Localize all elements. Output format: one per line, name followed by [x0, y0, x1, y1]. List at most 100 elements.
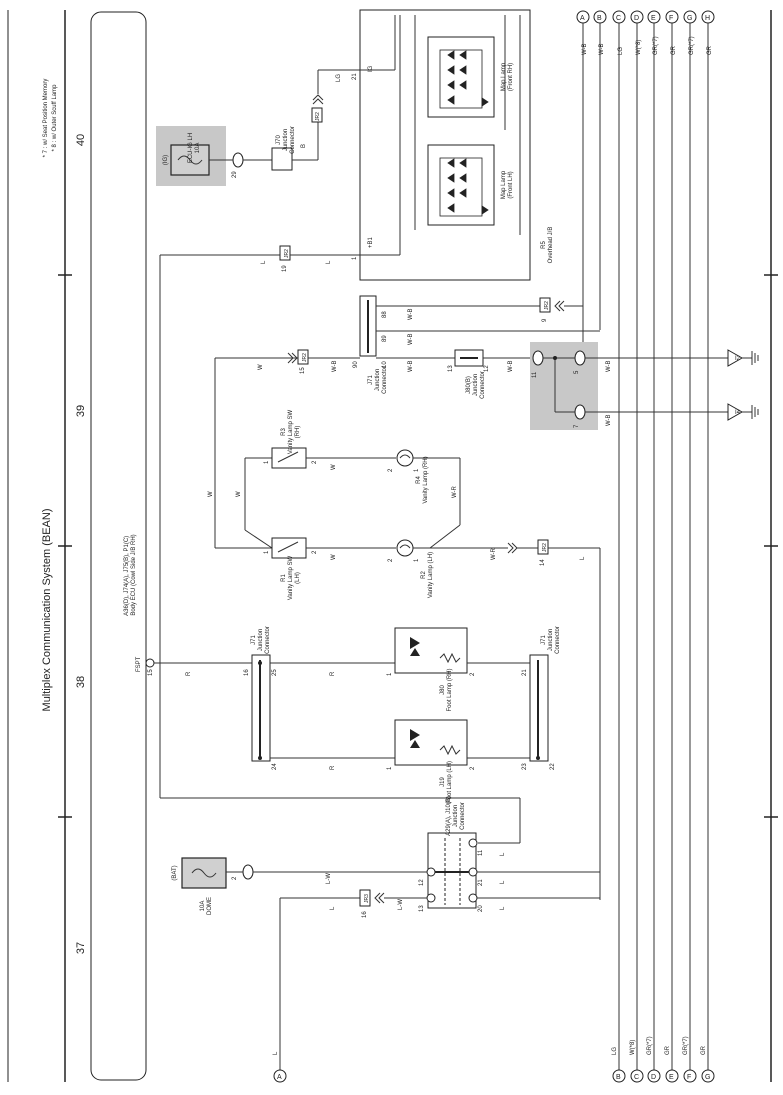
svg-text:2: 2	[388, 468, 394, 472]
svg-text:16: 16	[362, 911, 368, 918]
page-number-40: 40	[75, 134, 87, 146]
bat-source-label: (BAT)	[172, 865, 178, 880]
fuse-icon	[177, 155, 203, 165]
svg-text:5: 5	[574, 370, 580, 374]
bottom-connector-a	[273, 1069, 287, 1083]
bus-top-B: B	[597, 15, 602, 22]
svg-text:14: 14	[540, 559, 546, 566]
svg-text:2: 2	[470, 672, 476, 676]
svg-text:W: W	[331, 554, 337, 560]
foot-lamp-lh-label: J19Foot Lamp (LH)	[440, 761, 453, 803]
footnote-2: * 8 : w/ Outer Scuff Lamp	[52, 84, 58, 152]
bus-wire-bottom-C: W(*8)	[630, 1040, 636, 1055]
svg-text:2: 2	[470, 766, 476, 770]
foot-lamp-lh	[394, 719, 468, 766]
bus-wire-bottom-E: GR	[665, 1045, 671, 1055]
svg-text:L: L	[500, 880, 506, 884]
svg-text:2: 2	[388, 558, 394, 562]
svg-text:L-W: L-W	[326, 873, 332, 884]
svg-text:7: 7	[574, 424, 580, 428]
svg-text:L: L	[261, 260, 267, 264]
svg-text:89: 89	[382, 335, 388, 342]
svg-text:1: 1	[264, 460, 270, 464]
svg-text:1: 1	[414, 558, 420, 562]
svg-text:W-B: W-B	[508, 360, 514, 372]
svg-text:JR2: JR2	[315, 112, 321, 121]
page-number-37: 37	[75, 942, 87, 954]
bus-connectors-bottom	[612, 1069, 715, 1083]
pin-29: 29	[232, 171, 238, 178]
page-number-39: 39	[75, 405, 87, 417]
vanity-lamp-lh	[396, 539, 414, 557]
bus-bottom-G: G	[705, 1074, 710, 1081]
bus-wire-bottom-G: GR	[701, 1045, 707, 1055]
svg-text:W-B: W-B	[408, 333, 414, 345]
bus-top-H: H	[705, 15, 710, 22]
svg-text:W: W	[331, 464, 337, 470]
svg-text:W-B: W-B	[408, 360, 414, 372]
overhead-jb-box	[359, 9, 531, 281]
j80b-label: J80(B)JunctionConnector	[466, 371, 486, 399]
ground-i2-label: I2	[735, 356, 741, 362]
svg-text:IG: IG	[368, 65, 374, 72]
svg-text:L: L	[330, 906, 336, 910]
svg-text:B: B	[301, 144, 307, 148]
vanity-sw-rh-label: R3Vanity Lamp SW(RH)	[281, 410, 301, 455]
svg-text:W: W	[208, 491, 214, 497]
svg-text:JR2: JR2	[544, 301, 550, 310]
svg-text:1: 1	[264, 550, 270, 554]
vanity-lamp-rh-label: R4Vanity Lamp (RH)	[416, 456, 429, 503]
bus-top-G: G	[687, 15, 692, 22]
svg-text:+B1: +B1	[368, 236, 374, 248]
bus-wire-bottom-B: LG	[612, 1047, 618, 1055]
j71-top-label: J71JunctionConnector	[368, 366, 388, 394]
body-ecu-label: A36(D), J74(A), J75(B), P1(C) Body ECU (…	[124, 534, 137, 616]
svg-text:9: 9	[542, 318, 548, 322]
bus-bottom-B: B	[616, 1074, 621, 1081]
svg-text:W: W	[258, 364, 264, 370]
footnote-1: * 7 : w/ Seat Position Memory	[43, 79, 49, 158]
bus-top-E: E	[651, 15, 656, 22]
bus-top-F: F	[669, 15, 673, 22]
svg-text:1: 1	[387, 766, 393, 770]
svg-text:15: 15	[148, 669, 154, 676]
svg-text:24: 24	[272, 763, 278, 770]
svg-text:W-B: W-B	[408, 308, 414, 320]
ground-i4	[727, 403, 744, 421]
connector-29	[232, 152, 244, 168]
bottom-wire-label: L	[273, 1051, 279, 1055]
bottom-connector-a-label: A	[277, 1074, 282, 1081]
foot-lamp-rh	[394, 627, 468, 674]
svg-text:15: 15	[300, 367, 306, 374]
bus-wire-D: W(*8)	[636, 40, 642, 55]
svg-text:W-R: W-R	[491, 547, 497, 560]
svg-text:12: 12	[484, 365, 490, 372]
j70-label: J70JunctionConnector	[276, 126, 296, 154]
svg-text:2: 2	[312, 460, 318, 464]
svg-text:88: 88	[382, 311, 388, 318]
a29-j10-label: A29(A), J10(B)JunctionConnector	[446, 796, 466, 836]
svg-text:1: 1	[387, 672, 393, 676]
bus-top-D: D	[634, 15, 639, 22]
ecu-ig-lh-label: ECU-IG LH10A	[188, 133, 201, 163]
svg-text:W-B: W-B	[606, 414, 612, 426]
bus-top-A: A	[580, 15, 585, 22]
svg-text:12: 12	[419, 879, 425, 886]
page-title: Multiplex Communication System (BEAN)	[41, 509, 53, 712]
svg-text:L-W: L-W	[398, 899, 404, 910]
body-ecu-box	[90, 11, 147, 1081]
svg-text:JR3: JR3	[364, 894, 370, 903]
svg-text:JR2: JR2	[284, 249, 290, 258]
svg-text:W-B: W-B	[332, 360, 338, 372]
svg-text:21: 21	[478, 879, 484, 886]
bus-wire-E: GR(*7)	[653, 36, 659, 55]
ground-i4-label: I4	[735, 410, 741, 416]
svg-text:W-R: W-R	[452, 485, 458, 498]
bus-top-C: C	[616, 15, 621, 22]
svg-text:11: 11	[478, 849, 484, 856]
svg-text:1: 1	[352, 256, 358, 260]
bus-bottom-D: D	[651, 1074, 656, 1081]
dome-fuse-label: 10ADOME	[200, 897, 213, 915]
svg-text:16: 16	[244, 669, 250, 676]
svg-text:2: 2	[232, 876, 238, 880]
